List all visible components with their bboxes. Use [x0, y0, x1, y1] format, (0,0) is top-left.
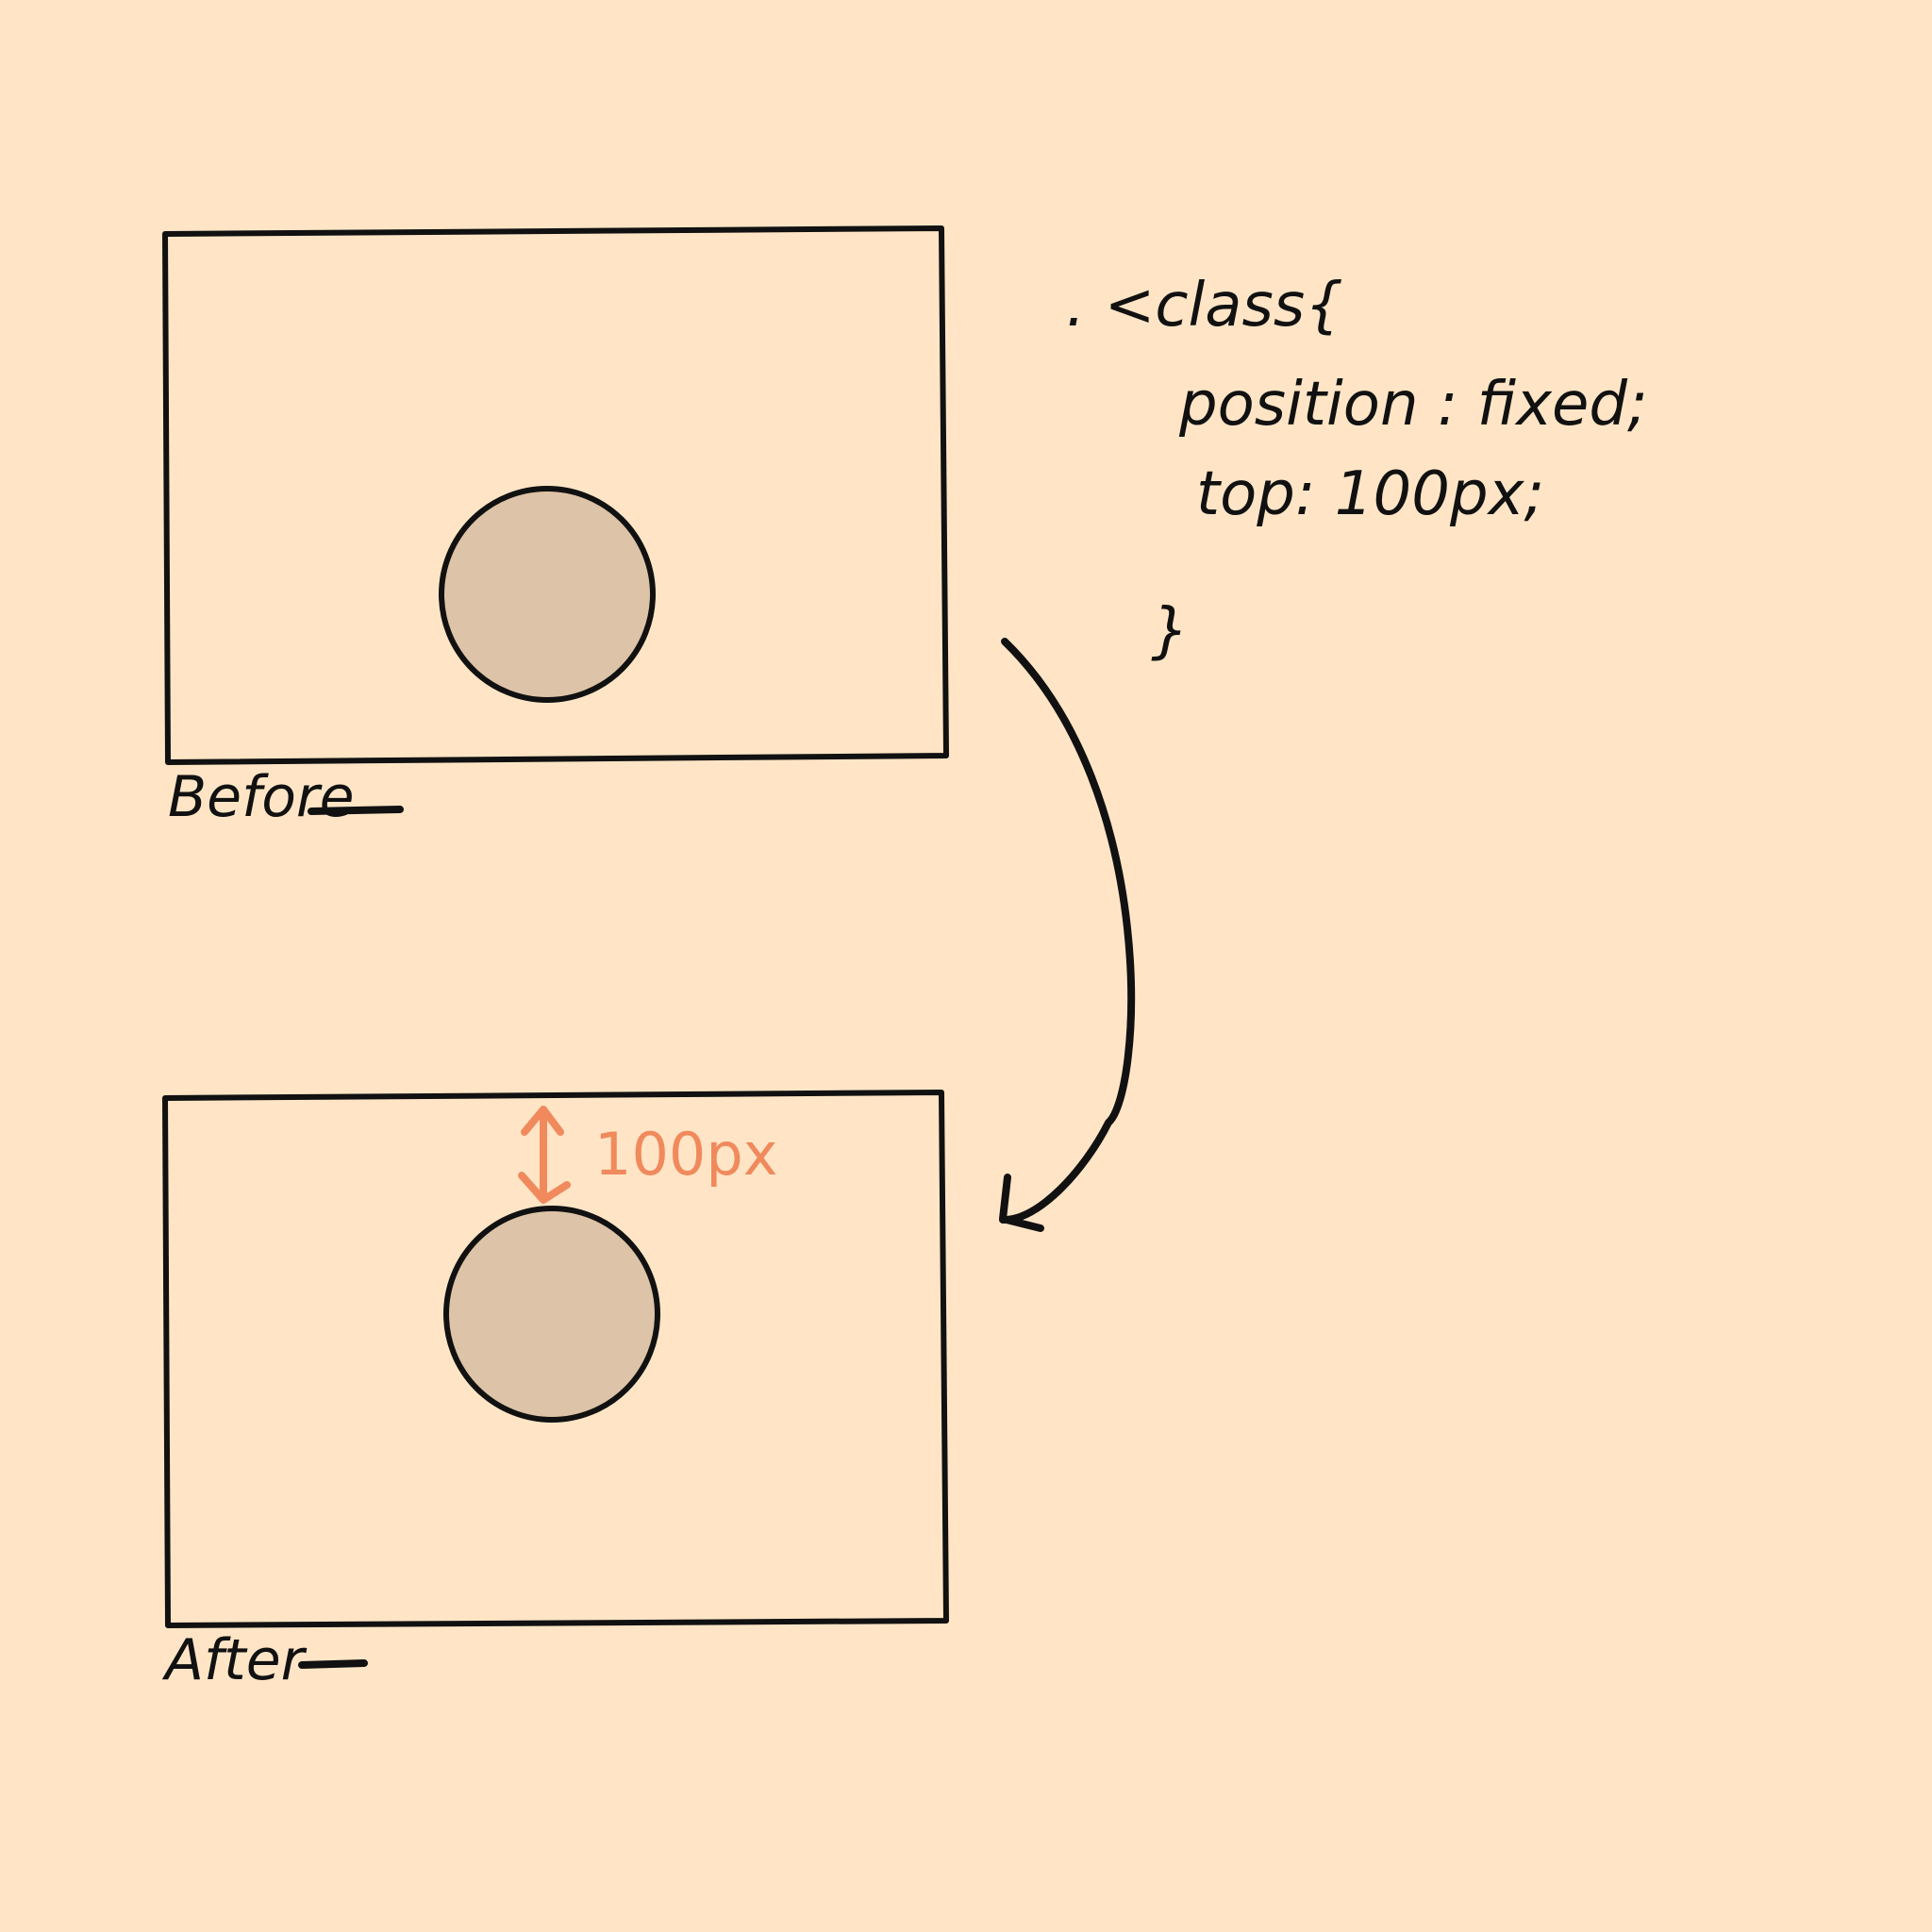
before-caption-underline [308, 806, 404, 815]
css-code-snippet: . <class{ position : fixed; top: 100px; … [1066, 271, 1648, 666]
before-caption: Before [168, 764, 355, 830]
after-panel: After [161, 1090, 949, 1693]
double-arrow-icon [518, 1106, 571, 1204]
after-viewport-frame [162, 1090, 949, 1628]
code-line-position: position : fixed; [1178, 370, 1648, 440]
curved-arrow-icon [999, 638, 1136, 1232]
code-closing-brace: } [1151, 596, 1190, 666]
before-panel: Before [162, 225, 949, 830]
offset-label: 100px [594, 1120, 777, 1189]
code-line-top: top: 100px; [1196, 459, 1544, 529]
before-element-circle [439, 486, 656, 703]
after-caption-underline [298, 1659, 368, 1669]
offset-annotation: 100px [518, 1106, 777, 1204]
after-element-circle [443, 1206, 660, 1423]
code-selector: . <class{ [1066, 271, 1343, 341]
after-caption: After [161, 1627, 308, 1693]
before-viewport-frame [162, 225, 949, 765]
